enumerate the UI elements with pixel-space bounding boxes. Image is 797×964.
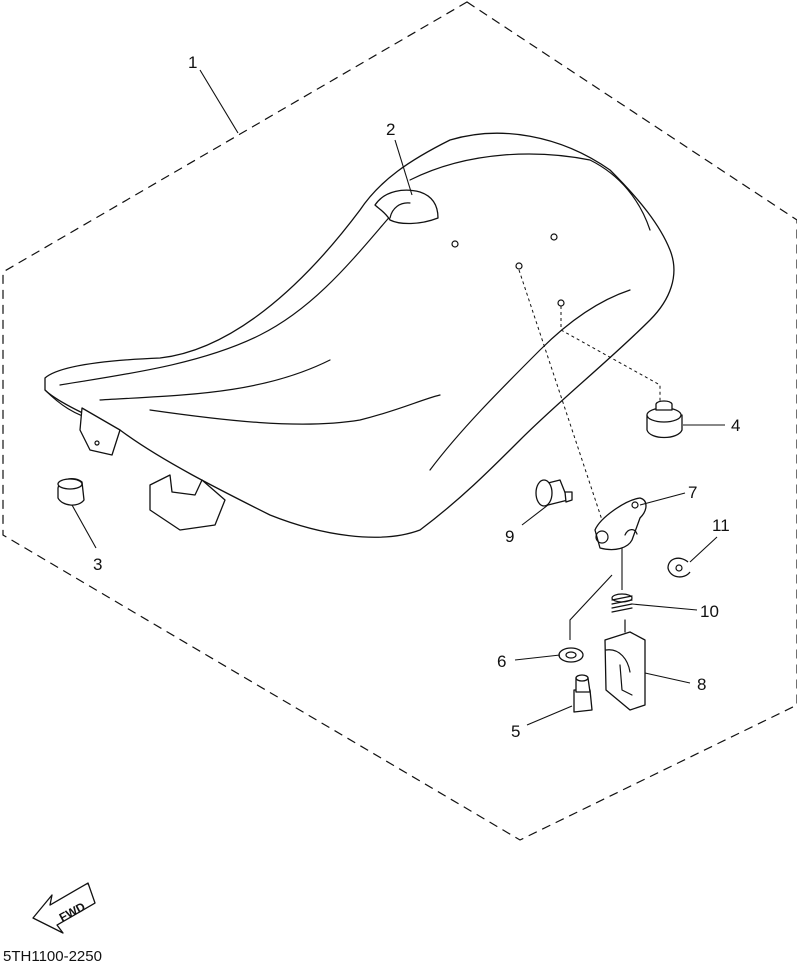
damper-front	[57, 477, 85, 506]
washer	[558, 647, 584, 663]
damper-rear	[646, 400, 683, 439]
part-code: 5TH1100-2250	[3, 948, 102, 964]
callout-8: 8	[697, 675, 706, 694]
collar-bolt	[535, 479, 573, 507]
guide-line-7	[518, 269, 603, 521]
callout-5: 5	[511, 722, 520, 741]
fwd-arrow-icon: FWD	[32, 882, 96, 934]
lock-bracket	[604, 619, 646, 711]
callout-10: 10	[700, 602, 719, 621]
assembly-boundary	[2, 1, 797, 841]
bolt	[573, 674, 593, 713]
callout-7: 7	[688, 483, 697, 502]
callout-1: 1	[188, 53, 197, 72]
seat-body	[44, 132, 675, 538]
seat-lock-hook	[594, 497, 647, 551]
callout-2: 2	[386, 120, 395, 139]
clip	[667, 557, 691, 578]
callout-4: 4	[731, 416, 740, 435]
spring	[611, 593, 633, 613]
callout-9: 9	[505, 527, 514, 546]
seat-assembly	[44, 132, 675, 538]
callout-6: 6	[497, 652, 506, 671]
callout-3: 3	[93, 555, 102, 574]
callout-11: 11	[712, 516, 730, 535]
guide-line-4	[560, 306, 661, 405]
